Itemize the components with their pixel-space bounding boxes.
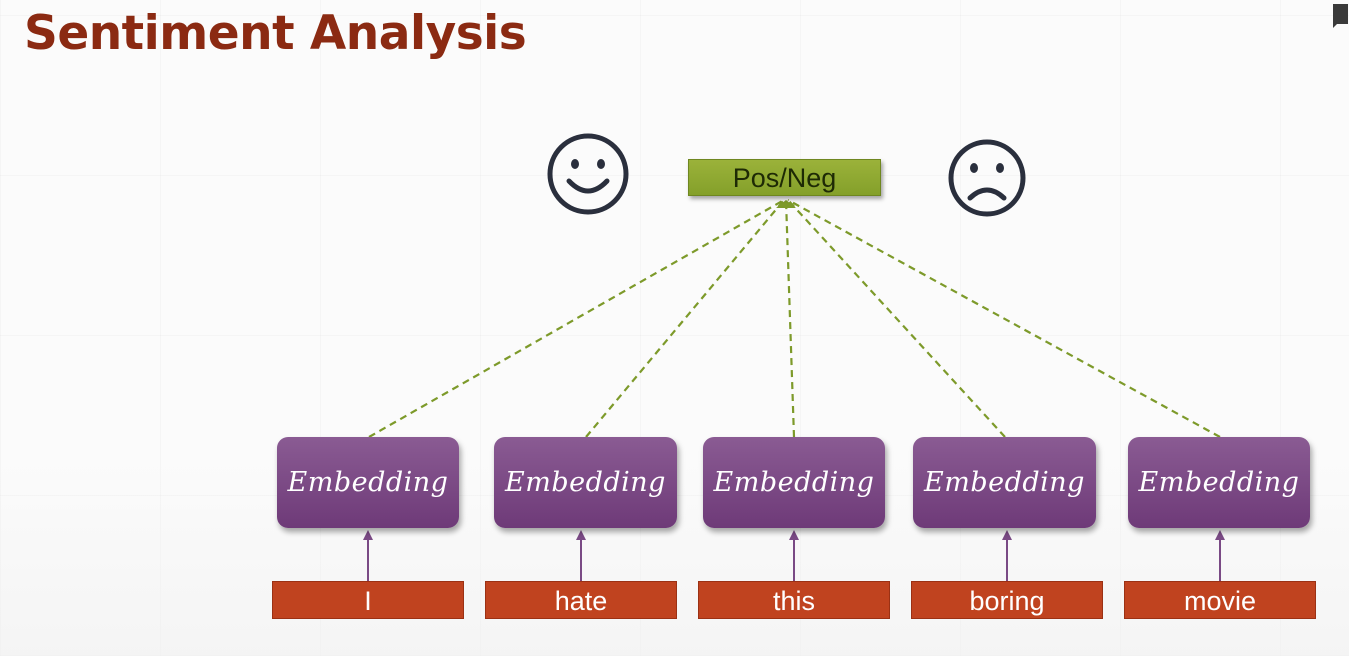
embedding-box-4: Embedding bbox=[913, 437, 1096, 528]
slide-title: Sentiment Analysis bbox=[24, 6, 527, 61]
sad-face-icon bbox=[948, 139, 1026, 217]
link-boring bbox=[787, 199, 1006, 438]
word-box-1: I bbox=[272, 581, 464, 619]
output-label-box: Pos/Neg bbox=[688, 159, 881, 196]
embedding-box-5: Embedding bbox=[1128, 437, 1310, 528]
word-box-4: boring bbox=[911, 581, 1103, 619]
word-box-5: movie bbox=[1124, 581, 1316, 619]
output-arrowhead bbox=[776, 200, 796, 208]
word-box-2: hate bbox=[485, 581, 677, 619]
embedding-box-2: Embedding bbox=[494, 437, 677, 528]
embedding-box-1: Embedding bbox=[277, 437, 459, 528]
happy-face-icon bbox=[547, 133, 629, 215]
word-box-3: this bbox=[698, 581, 890, 619]
link-this bbox=[784, 199, 796, 438]
embedding-box-3: Embedding bbox=[703, 437, 885, 528]
link-hate bbox=[585, 199, 785, 438]
link-i bbox=[368, 199, 785, 438]
link-movie bbox=[787, 199, 1221, 438]
screen-share-icon[interactable] bbox=[1317, 0, 1349, 32]
